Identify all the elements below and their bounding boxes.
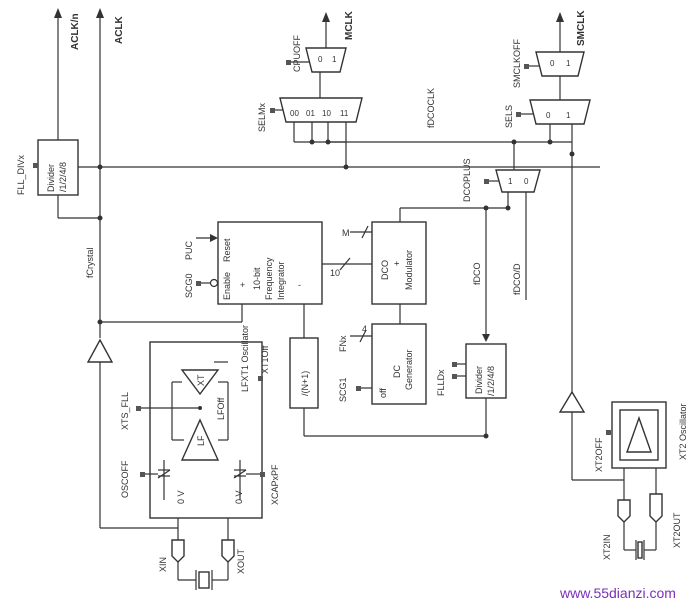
- bus-width-label: 10: [330, 268, 340, 278]
- lfxt1-crystal: XIN XOUT: [158, 539, 246, 590]
- fll-divider-title: Divider: [46, 164, 56, 192]
- zero-v-left: 0 V: [176, 490, 186, 504]
- lf-amp-label: LF: [196, 435, 206, 446]
- flld-divider-title: Divider: [474, 366, 484, 394]
- mclk-gate: 0 1 MCLK CPUOFF: [286, 10, 355, 73]
- xt2-buffer: [558, 390, 624, 481]
- svg-text:11: 11: [340, 109, 349, 118]
- dc-off-label: off: [378, 388, 388, 398]
- svg-text:4: 4: [362, 324, 367, 334]
- smclk-selector-mux: 0 1 SELS: [504, 76, 591, 392]
- xcapxpf-label: XCAPxPF: [270, 464, 280, 505]
- smclk-label: SMCLK: [576, 10, 587, 46]
- cpuoff-label: CPUOFF: [292, 35, 302, 73]
- xt2-title: XT2 Oscillator: [678, 403, 688, 460]
- integrator-reset: Reset: [222, 238, 232, 262]
- xt2out-label: XT2OUT: [672, 512, 682, 548]
- zero-v-right: 0 V: [234, 490, 244, 504]
- dc-line2: Generator: [404, 349, 414, 390]
- integrator-line2: Frequency: [264, 257, 274, 300]
- svg-text:00: 00: [290, 109, 299, 118]
- fll-divider: Divider /1/2/4/8 FLL_DIVx: [16, 139, 103, 221]
- scg0-label: SCG0: [184, 273, 194, 298]
- puc-label: PUC: [184, 240, 194, 260]
- flld-divider-ratio: /1/2/4/8: [486, 366, 496, 396]
- integrator-line1: 10-bit: [252, 267, 262, 290]
- svg-text:1: 1: [566, 59, 571, 68]
- integrator-enable: Enable: [222, 272, 232, 300]
- scg1-label: SCG1: [338, 377, 348, 402]
- aclk-output: ACLK: [96, 8, 125, 338]
- flld-divider: Divider /1/2/4/8 FLLDx: [436, 343, 507, 436]
- xt2off-label: XT2OFF: [594, 437, 604, 472]
- dco-modulator: DCO + Modulator: [371, 221, 427, 324]
- svg-text:1: 1: [332, 55, 337, 64]
- aclk-n-output: ACLK/n: [54, 8, 81, 140]
- integrator-line3: Integrator: [276, 261, 286, 300]
- xt2-crystal: XT2IN XT2OUT: [602, 493, 682, 560]
- aclk-label: ACLK: [114, 15, 125, 44]
- selmx-label: SELMx: [257, 102, 267, 132]
- smclk-gate: 0 1 SMCLK SMCLKOFF: [512, 10, 587, 88]
- svg-text:1: 1: [508, 177, 513, 186]
- mclk-label: MCLK: [344, 10, 355, 40]
- dc-line1: DC: [392, 365, 402, 378]
- svg-text:0: 0: [546, 111, 551, 120]
- flldx-label: FLLDx: [436, 369, 446, 396]
- dcoplus-label: DCOPLUS: [462, 158, 472, 202]
- dco-line3: Modulator: [404, 250, 414, 290]
- dco-line2: +: [392, 261, 402, 266]
- xout-label: XOUT: [236, 548, 246, 574]
- xt2-oscillator: XT2 Oscillator XT2OFF: [594, 401, 688, 500]
- lfxt1-buffer: [86, 338, 178, 529]
- svg-text:10: 10: [322, 109, 331, 118]
- xt-amp-label: XT: [196, 374, 206, 386]
- fll-divx-label: FLL_DIVx: [16, 154, 26, 195]
- dc-generator: off DC Generator 4 FNx SCG1: [338, 323, 427, 405]
- watermark: www.55dianzi.com: [559, 585, 676, 601]
- fdcoclk-label: fDCOCLK: [426, 88, 436, 128]
- svg-text:01: 01: [306, 109, 315, 118]
- svg-text:0: 0: [550, 59, 555, 68]
- mclk-selector-mux: 00 01 10 11 SELMx: [257, 72, 363, 167]
- lfoff-label: LFOff: [216, 397, 226, 420]
- fdcod-label: fDCO/D: [512, 263, 522, 295]
- feedback-label: /(N+1): [300, 371, 310, 396]
- fnx-label: FNx: [338, 335, 348, 352]
- xt1off-label: XT1Off: [260, 345, 270, 374]
- fdco-label: fDCO: [472, 263, 482, 286]
- feedback-divider: /(N+1): [289, 337, 319, 436]
- sels-label: SELS: [504, 105, 514, 128]
- frequency-integrator: Enable Reset 10-bit Frequency Integrator…: [97, 221, 323, 338]
- xt2in-label: XT2IN: [602, 534, 612, 560]
- oscoff-label: OSCOFF: [120, 460, 130, 498]
- svg-text:1: 1: [566, 111, 571, 120]
- xts-fll-label: XTS_FLL: [120, 392, 130, 430]
- svg-text:+: +: [240, 280, 245, 290]
- xin-label: XIN: [158, 557, 168, 572]
- smclkoff-label: SMCLKOFF: [512, 38, 522, 88]
- fcrystal-label: fCrystal: [85, 247, 95, 278]
- svg-text:0: 0: [524, 177, 529, 186]
- fll-divider-ratio: /1/2/4/8: [58, 162, 68, 192]
- lfxt1-oscillator: XT LF LFOff LFXT1 Oscillator XT1Off 0 V …: [149, 325, 270, 580]
- lfxt1-title: LFXT1 Oscillator: [240, 325, 250, 392]
- m-label: M: [342, 228, 350, 238]
- aclk-n-label: ACLK/n: [70, 13, 81, 50]
- dco-line1: DCO: [380, 260, 390, 280]
- svg-text:0: 0: [318, 55, 323, 64]
- svg-text:-: -: [298, 280, 301, 290]
